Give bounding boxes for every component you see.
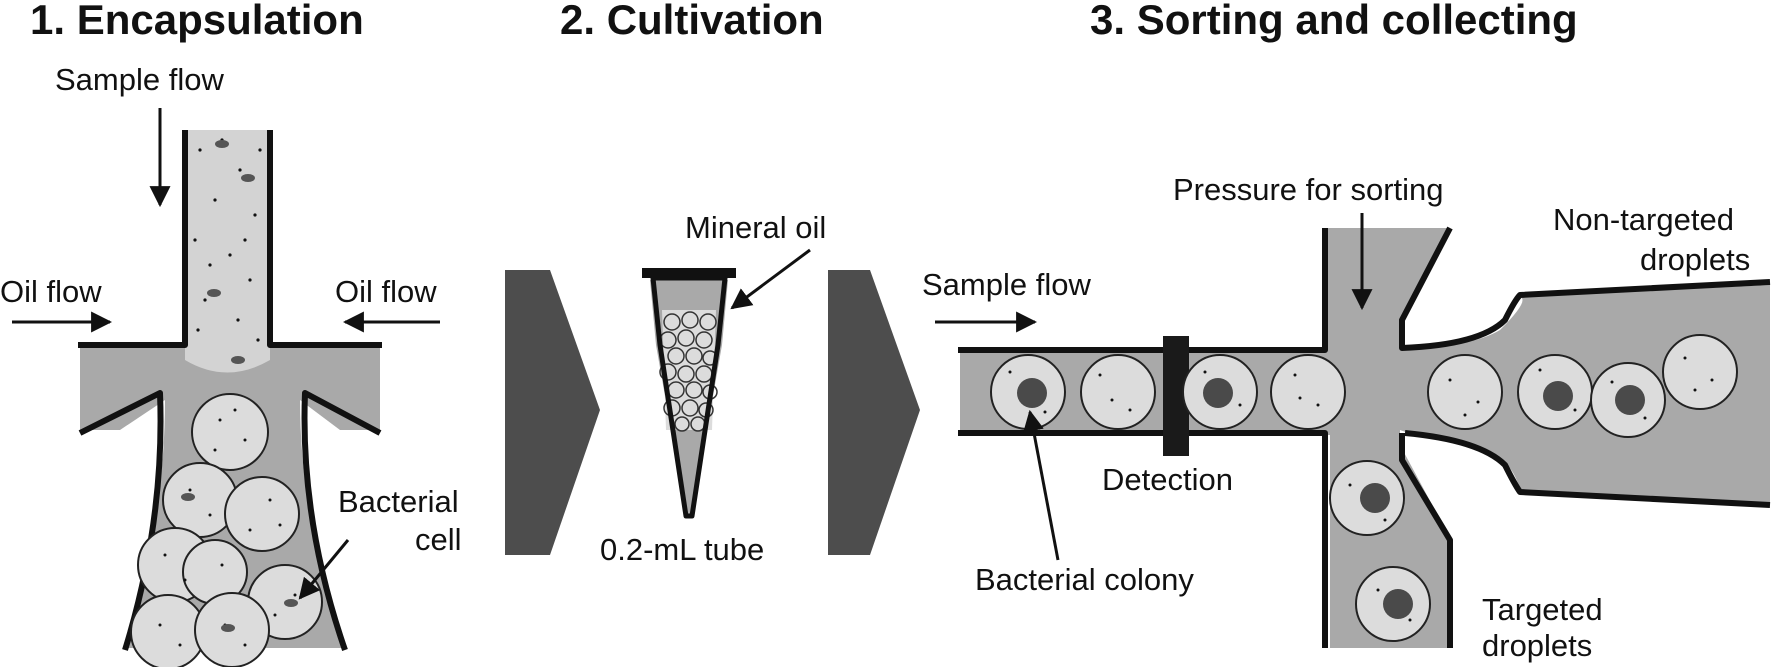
arrow-bacterial-colony [1023, 409, 1060, 561]
droplet-bacteria-1 [181, 493, 298, 632]
label-non-targeted-2: droplets [1640, 242, 1750, 277]
heading-cultivation: 2. Cultivation [560, 0, 824, 43]
sorting-particles [1008, 356, 1714, 622]
label-bacterial-cell-2: cell [415, 522, 462, 557]
stage-arrow-1 [505, 270, 600, 555]
heading-encapsulation: 1. Encapsulation [30, 0, 364, 43]
sorting-channel [960, 228, 1770, 648]
label-non-targeted-1: Non-targeted [1553, 202, 1734, 237]
label-sample-flow-3: Sample flow [922, 267, 1091, 302]
label-mineral-oil: Mineral oil [685, 210, 826, 245]
label-detection: Detection [1102, 462, 1233, 497]
label-sample-flow-1: Sample flow [55, 62, 224, 97]
encapsulation-walls [78, 130, 382, 651]
label-pressure: Pressure for sorting [1173, 172, 1444, 207]
heading-sorting: 3. Sorting and collecting [1090, 0, 1578, 43]
label-bacterial-cell-1: Bacterial [338, 484, 459, 519]
label-bacterial-colony: Bacterial colony [975, 562, 1194, 597]
arrow-mineral-oil [730, 248, 811, 310]
inlet-bacteria [207, 140, 255, 364]
label-oil-flow-left: Oil flow [0, 274, 102, 309]
label-tube: 0.2-mL tube [600, 532, 764, 567]
sorting-walls [958, 226, 1771, 648]
stage-arrow-2 [828, 270, 920, 555]
tube-cap [642, 268, 736, 278]
label-targeted-2: droplets [1482, 628, 1592, 663]
sample-inlet-fill [185, 130, 270, 373]
label-targeted-1: Targeted [1482, 592, 1603, 627]
arrow-bacterial-cell [298, 539, 350, 600]
inlet-particles [193, 138, 262, 342]
encapsulation-channel [80, 130, 380, 648]
bacterial-colonies [1017, 378, 1645, 619]
label-oil-flow-right: Oil flow [335, 274, 437, 309]
